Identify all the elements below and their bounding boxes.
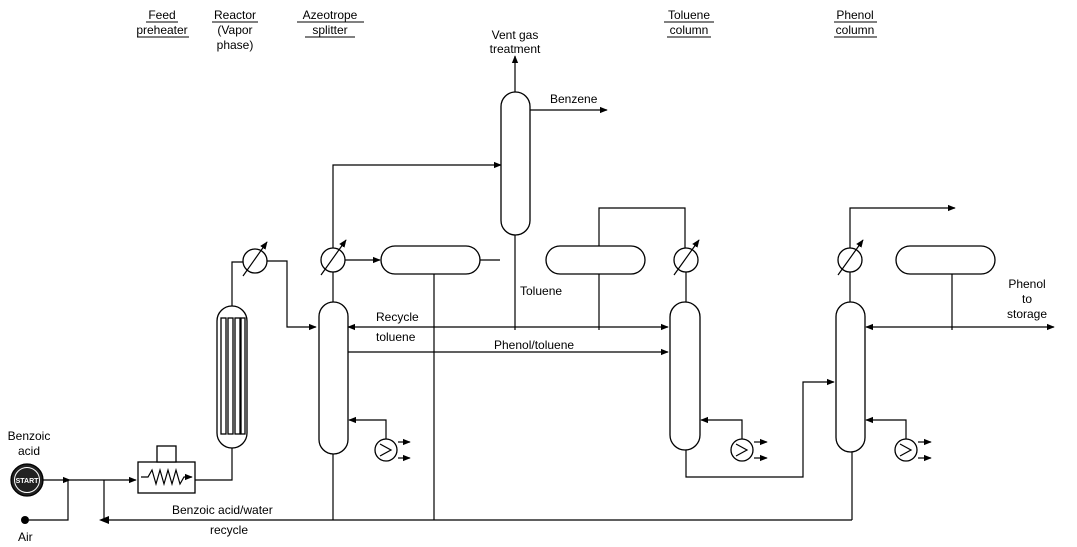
benzoic-water-label: Benzoic acid/water <box>172 503 273 517</box>
header-azeotrope-splitter: Azeotrope splitter <box>297 8 364 38</box>
header-phenol-line2: column <box>836 23 875 37</box>
phenol-toluene-label: Phenol/toluene <box>494 338 574 352</box>
header-azeotrope-line1: Azeotrope <box>303 8 358 22</box>
header-azeotrope-line2: splitter <box>312 23 347 37</box>
phenol-reflux-drum <box>895 245 996 275</box>
start-label: START <box>16 478 40 485</box>
svg-text:Vent gas: Vent gas <box>492 28 539 42</box>
header-toluene-column: Toluene column <box>664 8 714 38</box>
header-phenol-line1: Phenol <box>836 8 873 22</box>
toluene-reboiler-icon <box>730 438 754 462</box>
azeotrope-reboiler-icon <box>374 438 398 462</box>
air-label: Air <box>18 530 33 544</box>
toluene-label: Toluene <box>520 284 562 298</box>
reactor <box>216 305 248 449</box>
svg-text:Phenol: Phenol <box>1008 277 1045 291</box>
phenol-column-vessel <box>835 301 866 453</box>
header-feed-preheater-line2: preheater <box>136 23 187 37</box>
benzene-column <box>500 91 531 236</box>
benzoic-acid-label-line1: Benzoic <box>8 429 51 443</box>
toluene-condenser-icon <box>673 239 700 276</box>
header-toluene-line1: Toluene <box>668 8 710 22</box>
svg-text:storage: storage <box>1007 307 1047 321</box>
recycle-arrow-icon <box>99 516 109 524</box>
air-source-icon <box>21 516 29 524</box>
toluene-column-vessel <box>669 301 701 451</box>
header-reactor-line2: (Vapor <box>217 23 252 37</box>
header-reactor-line1: Reactor <box>214 8 256 22</box>
toluene-reflux-drum <box>545 245 646 275</box>
feed-preheater <box>137 445 196 494</box>
recycle-label: Recycle <box>376 310 419 324</box>
benzene-label: Benzene <box>550 92 598 106</box>
svg-text:to: to <box>1022 292 1032 306</box>
header-reactor: Reactor (Vapor phase) <box>212 8 258 52</box>
header-phenol-column: Phenol column <box>834 8 877 38</box>
svg-text:treatment: treatment <box>490 42 541 56</box>
vent-gas-label: Vent gas treatment <box>490 28 541 56</box>
benzoic-acid-label-line2: acid <box>18 444 40 458</box>
header-toluene-line2: column <box>670 23 709 37</box>
reactor-condenser-icon <box>242 241 268 277</box>
header-feed-preheater-line1: Feed <box>148 8 175 22</box>
azeotrope-reflux-drum <box>380 245 481 275</box>
azeotrope-splitter-column <box>318 301 349 455</box>
phenol-reboiler-icon <box>894 438 918 462</box>
phenol-storage-label: Phenol to storage <box>1007 277 1047 321</box>
recycle-toluene-label: toluene <box>376 330 416 344</box>
header-reactor-line3: phase) <box>217 38 254 52</box>
recycle-bottom-label: recycle <box>210 523 248 537</box>
header-feed-preheater: Feed preheater <box>136 8 189 38</box>
feed-section: Benzoic acid START Air <box>8 429 51 544</box>
